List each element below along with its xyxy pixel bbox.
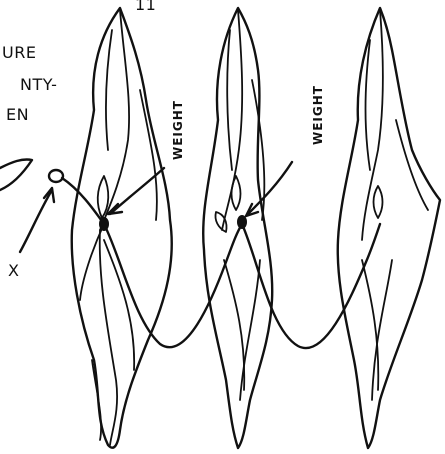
caption-line-1: URE bbox=[2, 43, 36, 62]
weight-dot-2 bbox=[237, 215, 247, 229]
top-mark: 11 bbox=[135, 0, 156, 14]
weight-label-1: WEIGHT bbox=[171, 100, 185, 160]
weight-label-2: WEIGHT bbox=[311, 85, 325, 145]
left-edge-fragment bbox=[0, 159, 32, 190]
x-arrow bbox=[20, 190, 52, 252]
x-label: X bbox=[8, 261, 19, 280]
drape-panel-2 bbox=[203, 8, 272, 448]
drape-panel-3 bbox=[338, 8, 440, 448]
caption-line-3: EN bbox=[6, 105, 29, 124]
weight-arrow-2 bbox=[248, 162, 292, 214]
caption-line-2: NTY- bbox=[20, 75, 57, 94]
ring bbox=[49, 170, 63, 182]
weight-dot-1 bbox=[99, 217, 109, 231]
drape-panel-1 bbox=[72, 8, 172, 448]
